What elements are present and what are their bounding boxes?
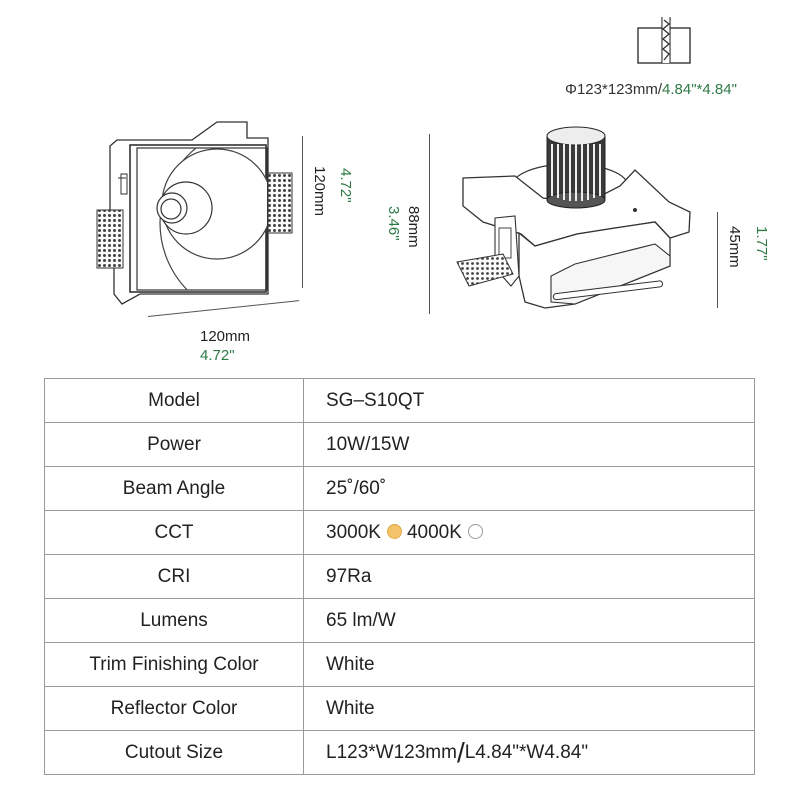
cct-3000k: 3000K xyxy=(326,521,381,543)
spec-value: 10W/15W xyxy=(303,422,755,467)
isometric-view-drawing xyxy=(456,126,691,309)
spec-table: Model SG–S10QT Power 10W/15W Beam Angle … xyxy=(44,378,755,775)
spec-row-power: Power 10W/15W xyxy=(44,422,755,467)
spec-value: White xyxy=(303,642,755,687)
spec-label: Cutout Size xyxy=(44,730,304,775)
cutout-section-icon xyxy=(637,17,691,64)
spec-value: 65 lm/W xyxy=(303,598,755,643)
front-height-mm: 120mm xyxy=(311,166,328,217)
iso-total-height-mm: 88mm xyxy=(405,206,422,248)
front-height-dim-line xyxy=(302,136,303,288)
spec-row-cutout-size: Cutout Size L123*W123mm/L4.84"*W4.84" xyxy=(44,730,755,775)
spec-row-lumens: Lumens 65 lm/W xyxy=(44,598,755,643)
iso-body-height-in: 1.77" xyxy=(753,226,770,261)
warm-color-swatch-icon xyxy=(386,523,402,539)
spec-label: Power xyxy=(44,422,304,467)
spec-label: CRI xyxy=(44,554,304,599)
iso-body-height-dim-line xyxy=(717,212,718,308)
spec-label: Model xyxy=(44,378,304,423)
spec-value-cutout: L123*W123mm/L4.84"*W4.84" xyxy=(303,730,755,775)
spec-label: Lumens xyxy=(44,598,304,643)
spec-value: SG–S10QT xyxy=(303,378,755,423)
cutout-metric: L123*W123mm xyxy=(326,741,457,763)
spec-row-beam-angle: Beam Angle 25˚/60˚ xyxy=(44,466,755,511)
front-view-drawing xyxy=(96,121,293,305)
iso-total-height-in: 3.46" xyxy=(385,206,402,241)
spec-label: Trim Finishing Color xyxy=(44,642,304,687)
spec-label: CCT xyxy=(44,510,304,555)
front-width-mm: 120mm xyxy=(200,328,251,345)
cutout-imperial: L4.84"*W4.84" xyxy=(464,741,589,763)
spec-row-cct: CCT 3000K 4000K xyxy=(44,510,755,555)
front-width-in: 4.72" xyxy=(200,347,235,364)
spec-row-reflector-color: Reflector Color White xyxy=(44,686,755,731)
spec-row-cri: CRI 97Ra xyxy=(44,554,755,599)
cutout-dimension: Φ123*123mm/4.84"*4.84" xyxy=(565,81,737,98)
spec-value: 25˚/60˚ xyxy=(303,466,755,511)
spec-label: Reflector Color xyxy=(44,686,304,731)
spec-value-cct: 3000K 4000K xyxy=(303,510,755,555)
spec-row-trim-color: Trim Finishing Color White xyxy=(44,642,755,687)
neutral-color-swatch-icon xyxy=(467,523,483,539)
iso-total-height-dim-line xyxy=(429,134,430,314)
iso-body-height-mm: 45mm xyxy=(726,226,743,268)
spec-value: 97Ra xyxy=(303,554,755,599)
front-height-in: 4.72" xyxy=(337,168,354,203)
separator-slash: / xyxy=(456,736,465,768)
spec-row-model: Model SG–S10QT xyxy=(44,378,755,423)
spec-label: Beam Angle xyxy=(44,466,304,511)
spec-value: White xyxy=(303,686,755,731)
cct-4000k: 4000K xyxy=(406,521,462,543)
